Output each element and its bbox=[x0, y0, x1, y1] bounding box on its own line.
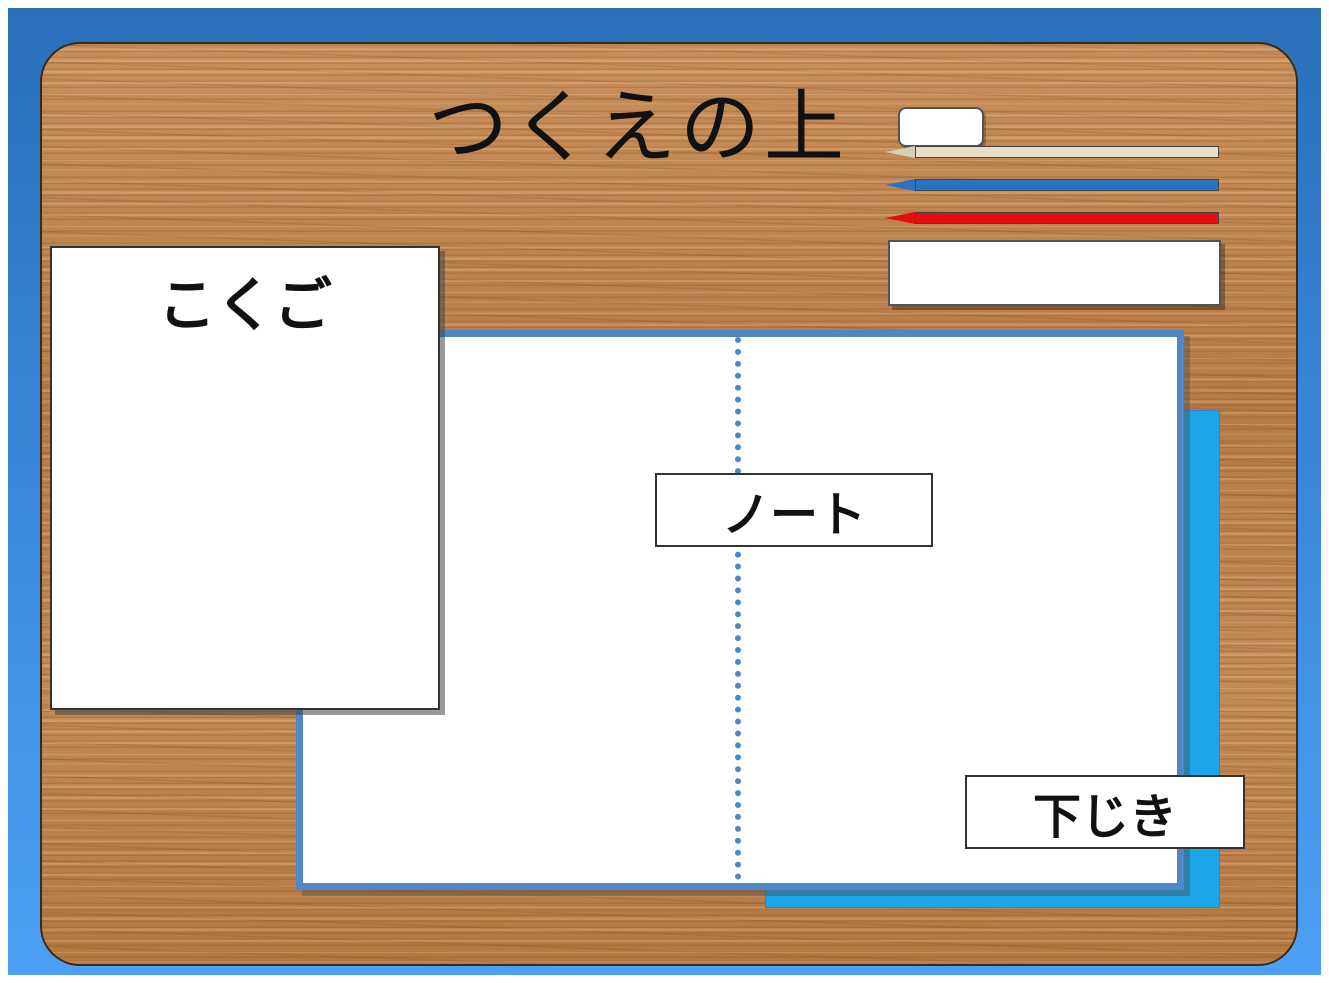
page-title: つくえの上 bbox=[428, 88, 848, 168]
notebook-label: ノート bbox=[655, 473, 933, 547]
pencil-icon bbox=[885, 146, 1219, 158]
textbook: こくご bbox=[50, 246, 440, 710]
shitajiki-label: 下じき bbox=[965, 775, 1245, 849]
blue-pencil-icon bbox=[885, 179, 1219, 191]
red-pencil-icon bbox=[885, 212, 1219, 224]
eraser-icon bbox=[898, 107, 984, 147]
notebook-spine bbox=[735, 337, 741, 880]
textbook-label: こくご bbox=[52, 258, 438, 342]
ruler-icon bbox=[888, 240, 1221, 306]
